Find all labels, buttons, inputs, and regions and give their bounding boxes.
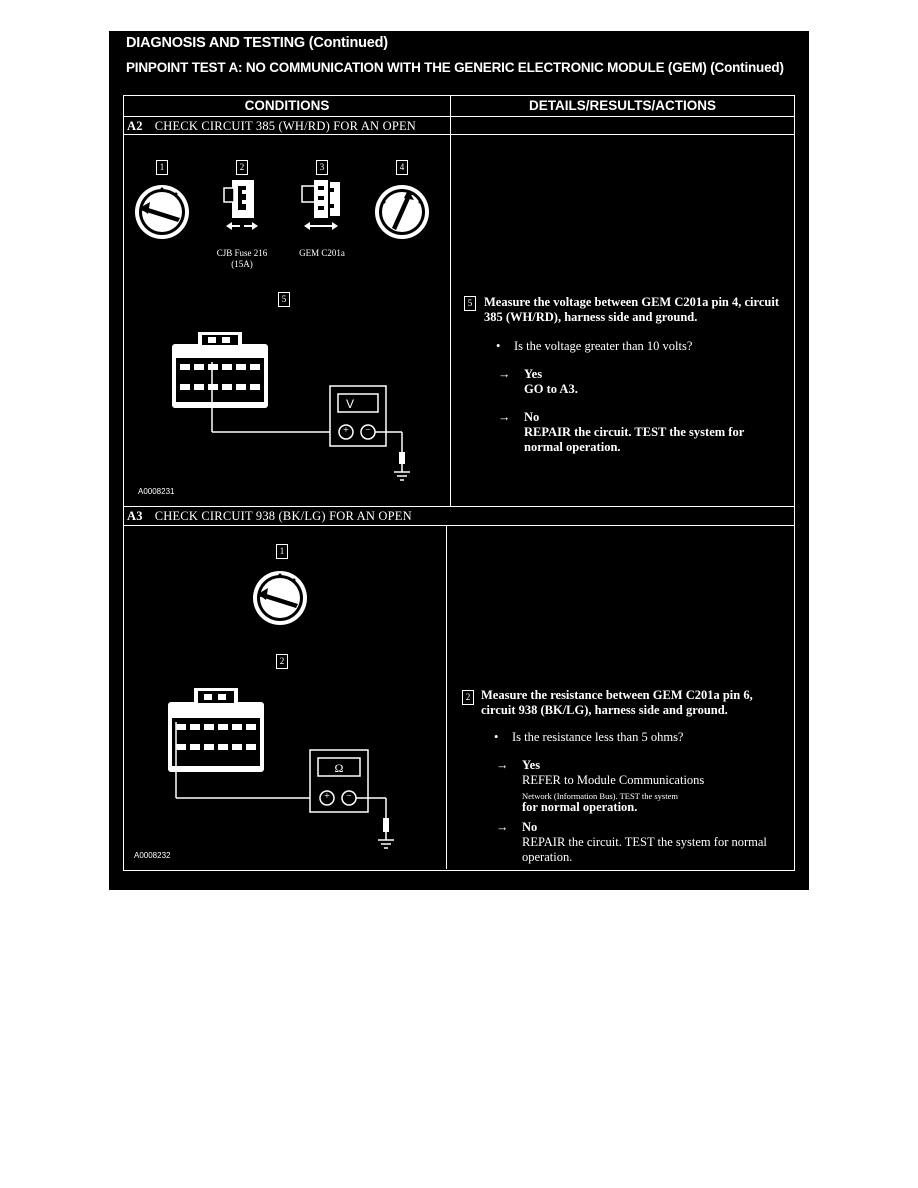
a3-figure-id: A0008232 xyxy=(134,851,171,860)
details-header: DETAILS/RESULTS/ACTIONS xyxy=(528,98,716,113)
a3-instruction: Measure the resistance between GEM C201a… xyxy=(481,688,753,717)
a3-bullet: • xyxy=(494,730,499,744)
table-header-row: CONDITIONS DETAILS/RESULTS/ACTIONS xyxy=(124,96,794,117)
a3-step-1-box: 1 xyxy=(276,544,288,559)
a2-bullet: • xyxy=(496,339,501,353)
a3-yes-arrow: → xyxy=(496,758,509,772)
a2-plus-terminal: + xyxy=(343,425,349,436)
conditions-header: CONDITIONS xyxy=(244,98,330,113)
a2-step-1-box: 1 xyxy=(156,160,168,175)
ohmmeter-symbol: Ω xyxy=(334,761,344,775)
a3-code: A3 xyxy=(127,509,143,523)
connector-disconnect-icon xyxy=(301,180,340,230)
a2-code: A2 xyxy=(127,119,143,133)
a2-detail-step-box: 5 xyxy=(464,296,476,311)
ohmmeter-diagram xyxy=(168,688,394,849)
voltmeter-symbol: V xyxy=(345,397,354,411)
fuse-label: CJB Fuse 216 (15A) xyxy=(216,248,268,269)
a2-no-arrow: → xyxy=(498,410,511,424)
a2-no-label: No xyxy=(524,410,540,424)
a2-yes-label: Yes xyxy=(524,367,543,381)
a3-plus-terminal: + xyxy=(324,791,330,802)
a2-figure-id: A0008231 xyxy=(138,487,175,496)
a2-step-3-box: 3 xyxy=(316,160,328,175)
document-page: DIAGNOSIS AND TESTING (Continued) PINPOI… xyxy=(109,31,809,890)
a2-yes-action: GO to A3. xyxy=(524,382,578,396)
a2-title: CHECK CIRCUIT 385 (WH/RD) FOR AN OPEN xyxy=(154,119,417,133)
a2-instruction: Measure the voltage between GEM C201a pi… xyxy=(484,295,779,324)
a3-yes-label: Yes xyxy=(522,758,541,772)
a3-ignition-off-icon xyxy=(253,571,307,625)
ignition-off-icon xyxy=(135,185,189,239)
a2-question: Is the voltage greater than 10 volts? xyxy=(514,339,693,353)
a2-minus-terminal: − xyxy=(365,425,371,436)
a3-yes-action-1: REFER to Module Communications xyxy=(522,773,705,787)
a2-step-5-box: 5 xyxy=(278,292,290,307)
ignition-run-icon xyxy=(375,185,429,239)
a2-yes-arrow: → xyxy=(498,367,511,381)
a3-no-action: REPAIR the circuit. TEST the system for … xyxy=(522,835,767,864)
gem-connector-label: GEM C201a xyxy=(299,248,345,258)
a2-step-4-box: 4 xyxy=(396,160,408,175)
page-subtitle: PINPOINT TEST A: NO COMMUNICATION WITH T… xyxy=(126,60,784,75)
a3-no-arrow: → xyxy=(496,820,509,834)
fuse-removed-icon xyxy=(223,180,258,230)
a3-yes-action-3: for normal operation. xyxy=(522,800,638,814)
a2-no-action: REPAIR the circuit. TEST the system for … xyxy=(524,425,745,454)
a3-yes-action-2: Network (Information Bus). TEST the syst… xyxy=(522,791,678,801)
a3-title-row: A3 CHECK CIRCUIT 938 (BK/LG) FOR AN OPEN xyxy=(127,509,412,524)
a3-minus-terminal: − xyxy=(346,791,352,802)
a3-detail-step-box: 2 xyxy=(462,690,474,705)
voltmeter-diagram xyxy=(172,332,410,481)
a3-title: CHECK CIRCUIT 938 (BK/LG) FOR AN OPEN xyxy=(154,509,412,523)
a2-step-2-box: 2 xyxy=(236,160,248,175)
a3-question: Is the resistance less than 5 ohms? xyxy=(512,730,684,744)
a2-title-row: A2 CHECK CIRCUIT 385 (WH/RD) FOR AN OPEN xyxy=(127,119,416,134)
a3-step-2-box: 2 xyxy=(276,654,288,669)
a3-no-label: No xyxy=(522,820,538,834)
page-title: DIAGNOSIS AND TESTING (Continued) xyxy=(126,35,388,51)
